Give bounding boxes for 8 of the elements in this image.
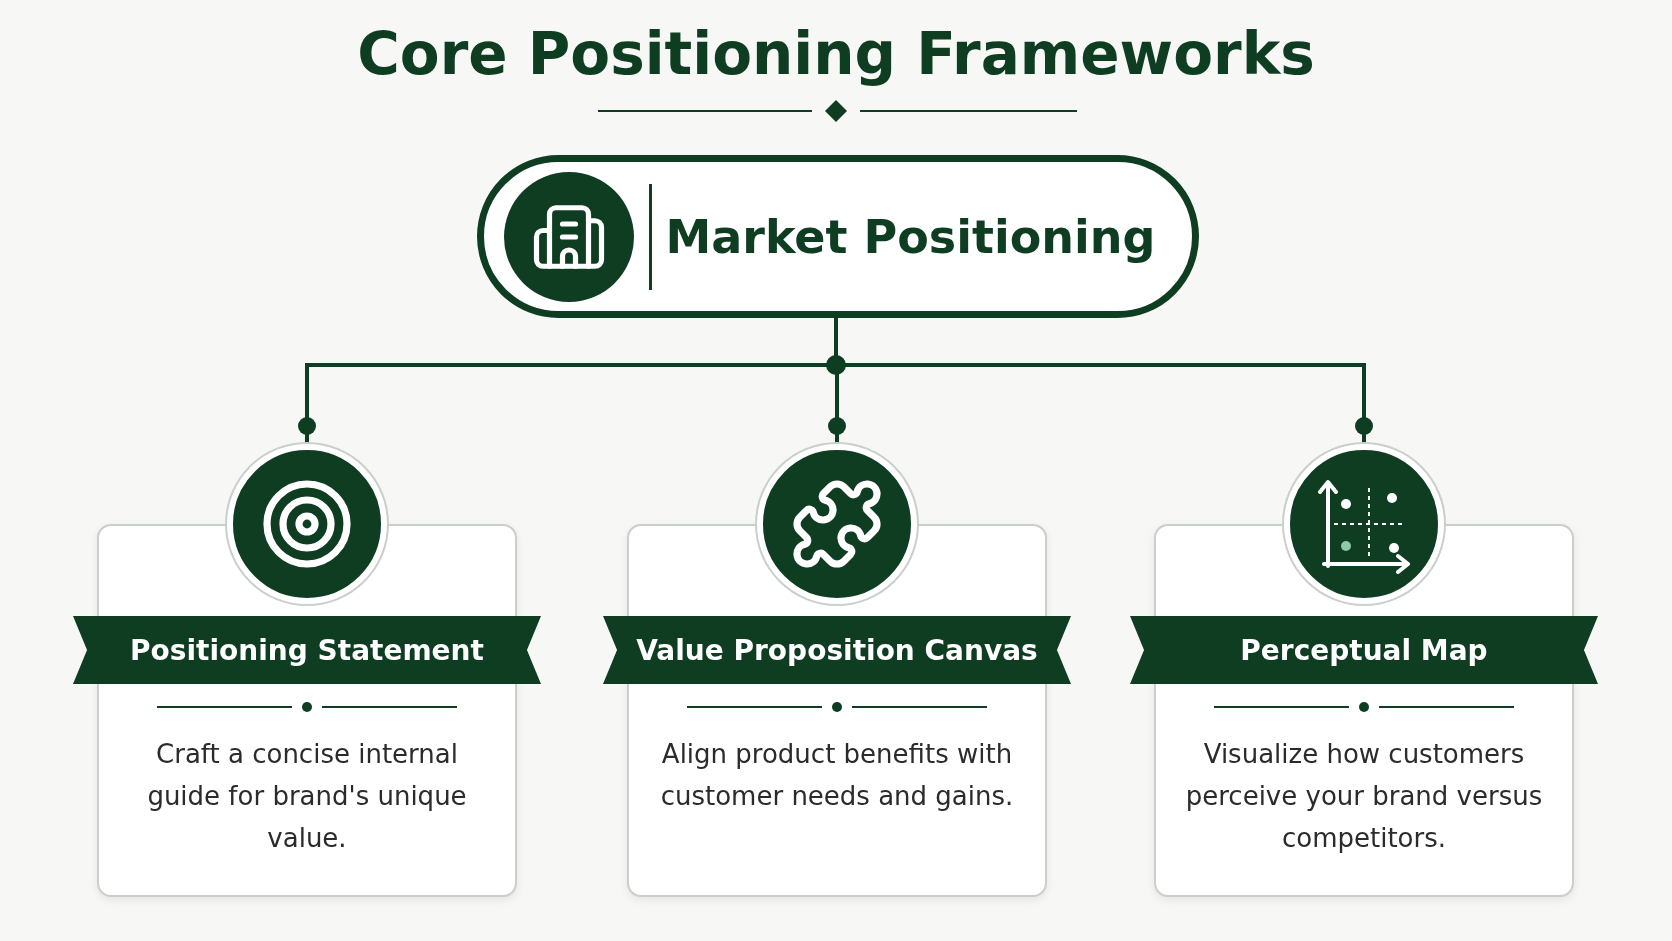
description: Align product benefits with customer needs and gains.	[659, 738, 1015, 813]
title: Core Positioning Frameworks	[357, 20, 1315, 88]
description: Craft a concise internal guide for brand's unique value.	[146, 738, 468, 855]
node-label: Market Positioning	[664, 208, 1157, 266]
title-ribbon: Value Proposition Canvas	[603, 616, 1071, 684]
description: Visualize how customers perceive your brand versus competitors.	[1184, 738, 1544, 855]
title-ribbon: Positioning Statement	[73, 616, 541, 684]
title-ribbon: Perceptual Map	[1130, 616, 1598, 684]
